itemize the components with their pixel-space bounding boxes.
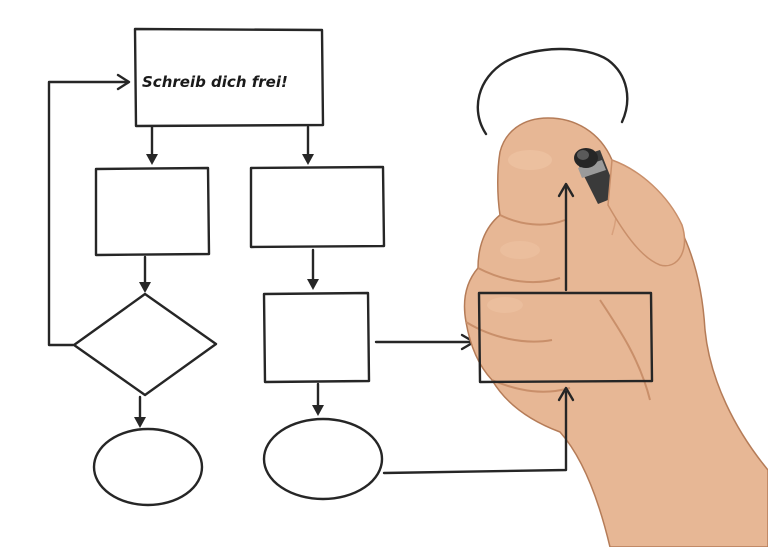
- start-box-label: Schreib dich frei!: [142, 73, 288, 91]
- open-ellipse: [476, 47, 629, 136]
- marker-pen: [574, 148, 618, 204]
- thumb: [607, 158, 686, 267]
- hand-illustration: [463, 117, 768, 547]
- arrow-right-process-1-to-2: [307, 248, 319, 290]
- arrow-start-to-left-process: [146, 125, 158, 165]
- arrow-start-to-right-process: [302, 125, 314, 165]
- arrow-right-process-2-to-terminal: [312, 382, 324, 416]
- arrow-target-to-ellipse: [557, 182, 575, 292]
- left-terminal-ellipse: [92, 427, 204, 507]
- arrow-left-process-to-decision: [139, 255, 151, 293]
- arrow-decision-to-left-terminal: [134, 395, 146, 428]
- right-terminal-ellipse: [262, 417, 384, 501]
- left-process-box: [94, 166, 211, 257]
- start-box: [133, 27, 325, 128]
- arrow-right-terminal-to-target: [382, 386, 575, 475]
- loop-back-arrow: [47, 73, 131, 347]
- arrow-right-process-2-to-target: [374, 333, 476, 351]
- decision-diamond: [72, 292, 218, 397]
- right-process-2-box: [262, 291, 371, 384]
- right-process-1-box: [249, 165, 386, 249]
- target-box: [477, 291, 654, 384]
